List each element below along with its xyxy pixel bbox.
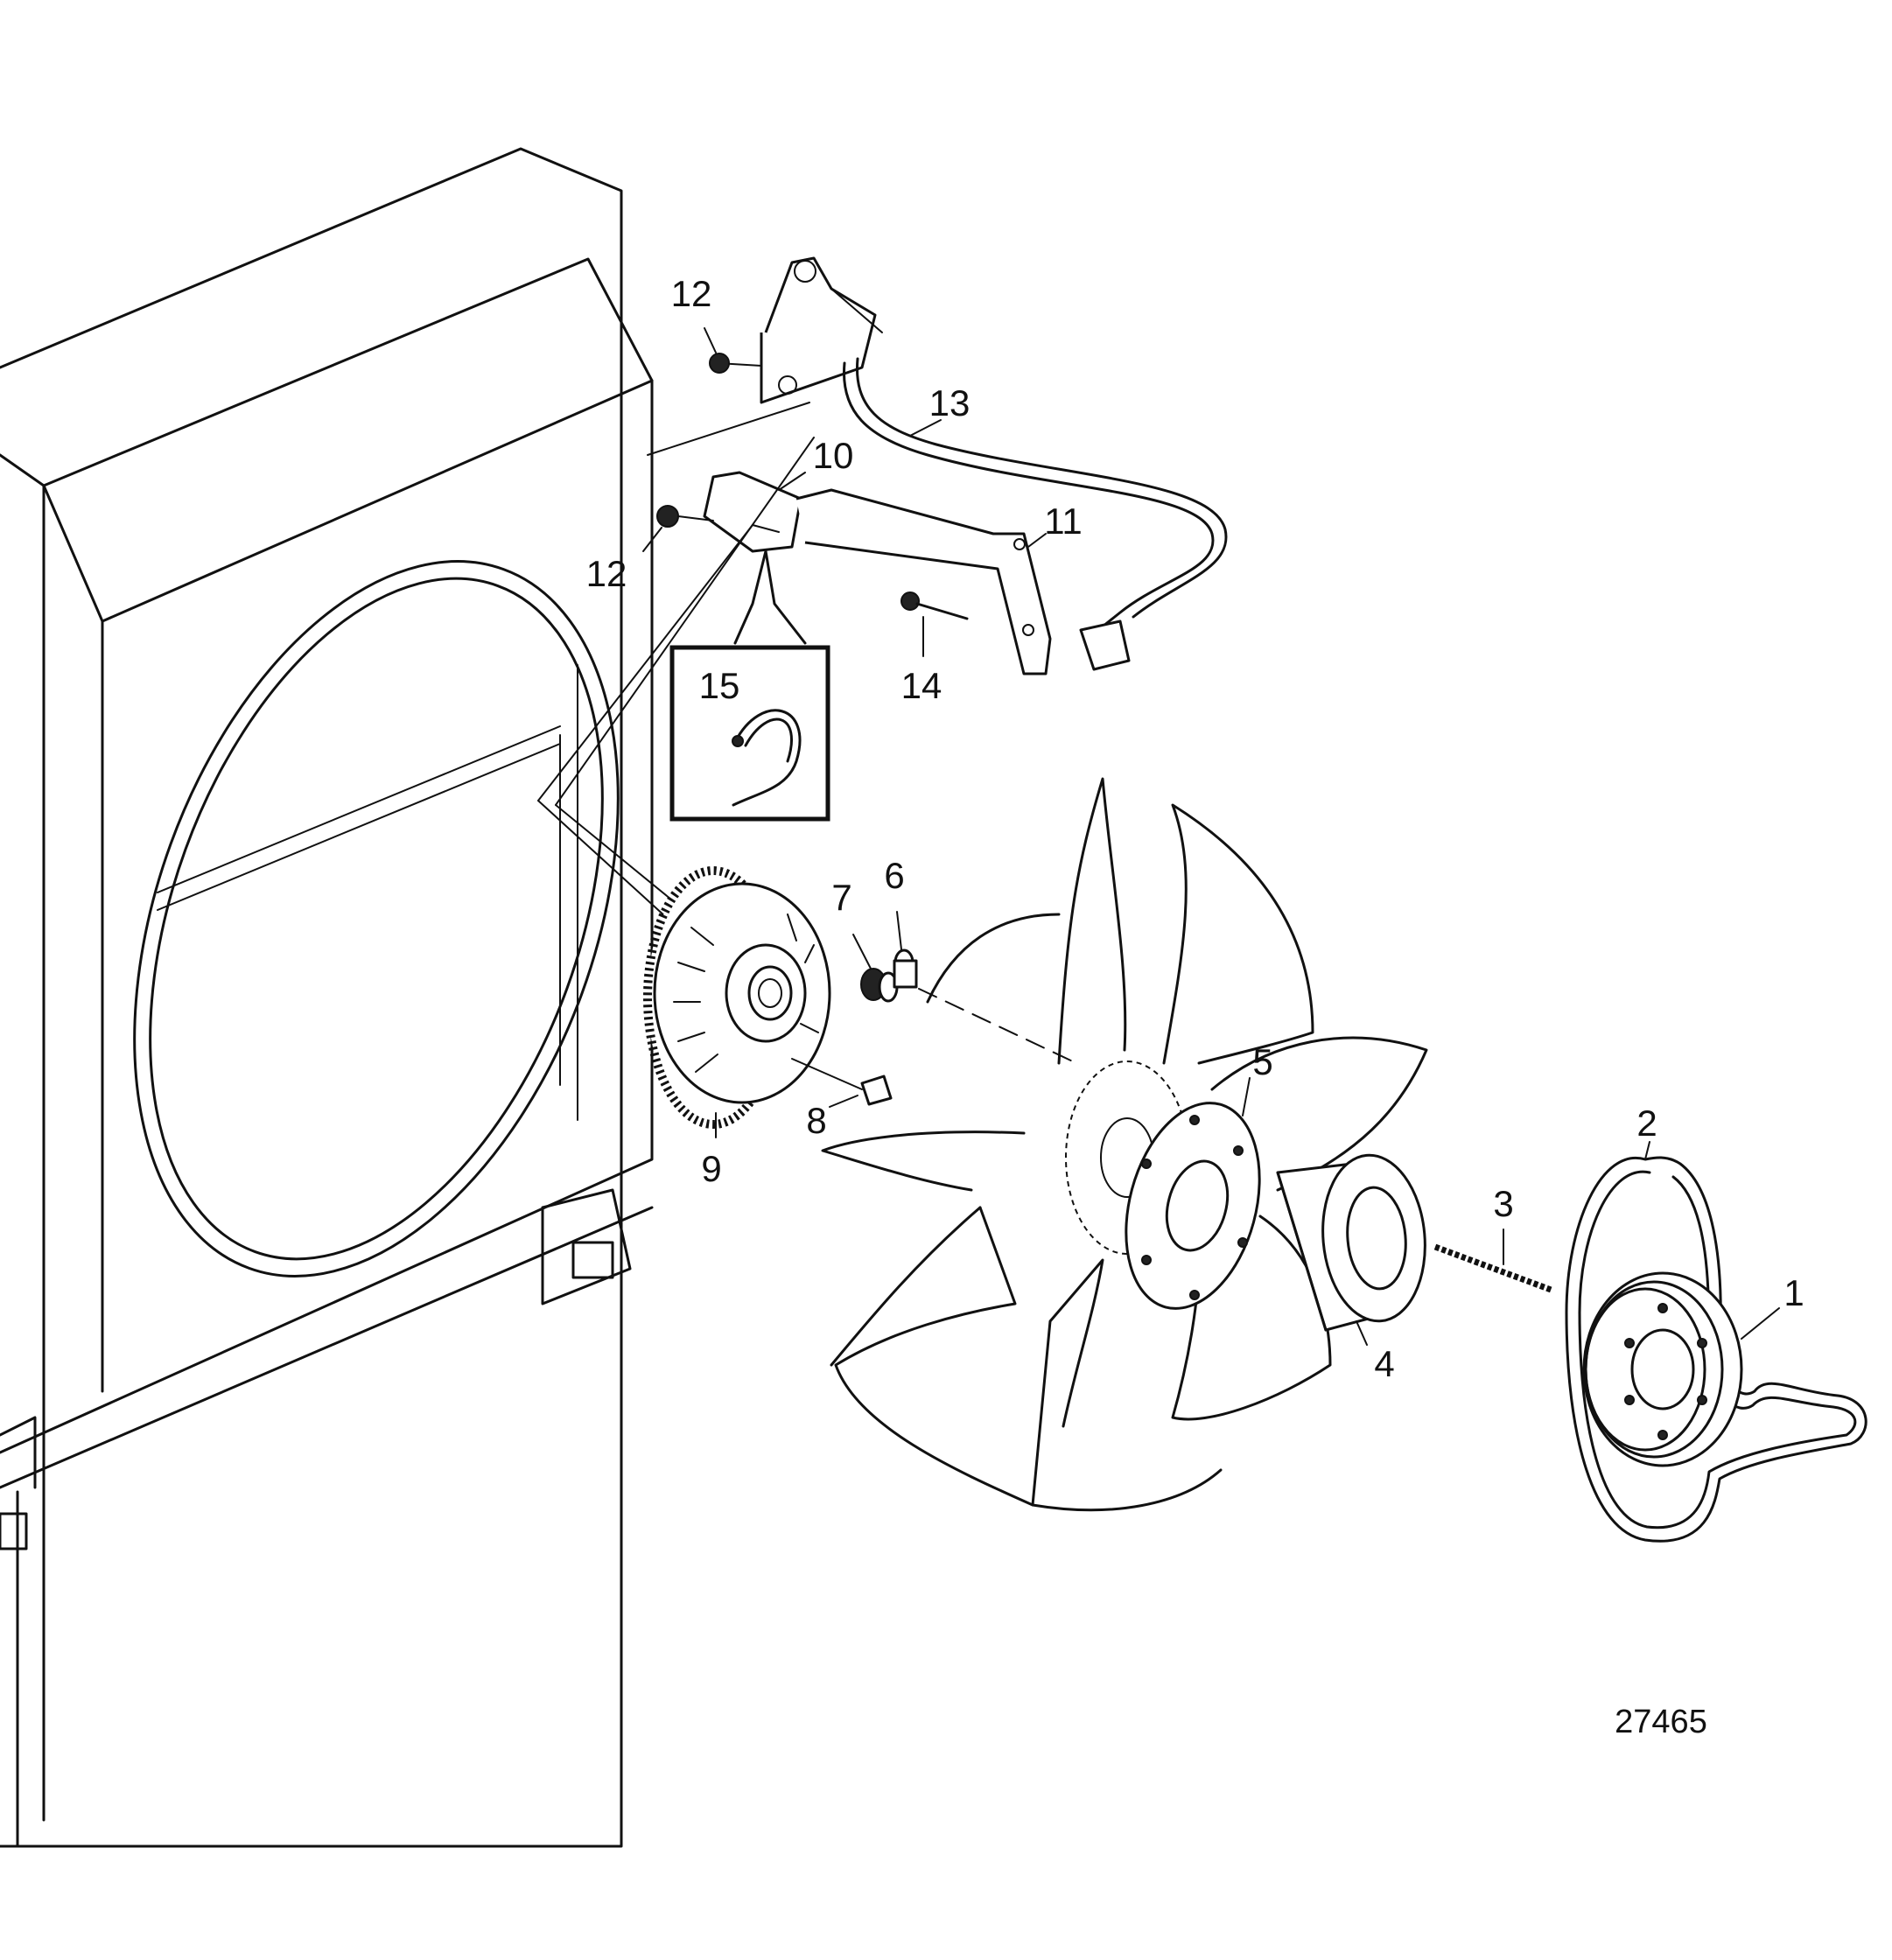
callout-15: 15 (699, 665, 740, 706)
bolt-12-top (709, 353, 730, 374)
callout-3: 3 (1493, 1183, 1513, 1224)
callout-13: 13 (929, 382, 971, 424)
fan-blades (821, 777, 1428, 1512)
bolt-12-bottom (656, 505, 714, 528)
adapter-plate (1125, 1102, 1261, 1310)
detail-inset-clip (669, 645, 830, 822)
stud (1433, 1243, 1555, 1294)
callout-14: 14 (901, 665, 942, 706)
bolt-8 (791, 1058, 893, 1106)
part-7-nut (860, 968, 899, 1003)
callout-1: 1 (1783, 1272, 1804, 1313)
callout-2: 2 (1636, 1102, 1657, 1144)
callout-5: 5 (1252, 1041, 1272, 1082)
callout-11: 11 (1044, 500, 1083, 542)
sensor-arm (795, 488, 1052, 676)
callout-leaders (642, 327, 1780, 1346)
callout-12-bottom: 12 (586, 553, 627, 594)
callout-labels: 12 13 10 11 12 14 15 7 6 8 9 5 2 3 1 4 (586, 273, 1804, 1384)
callout-9: 9 (701, 1148, 721, 1189)
pulley (1582, 1271, 1743, 1467)
connector-plug (1079, 620, 1131, 671)
callout-7: 7 (831, 877, 851, 918)
fan-ring (133, 560, 620, 1278)
callout-12-top: 12 (671, 273, 712, 314)
bolt-14 (900, 592, 969, 620)
callout-6: 6 (884, 855, 904, 896)
radiator-shroud (0, 147, 654, 1848)
mounting-bracket (717, 256, 883, 404)
viscous-fan-clutch (643, 866, 831, 1129)
spacer (1276, 1153, 1426, 1332)
sensor-bracket (703, 471, 802, 553)
callout-4: 4 (1374, 1343, 1394, 1384)
callout-10: 10 (813, 435, 854, 476)
part-6-bushing (893, 948, 918, 989)
sensor-cable (842, 357, 1228, 632)
reference-number: 27465 (1615, 1704, 1707, 1740)
callout-8: 8 (806, 1100, 826, 1141)
